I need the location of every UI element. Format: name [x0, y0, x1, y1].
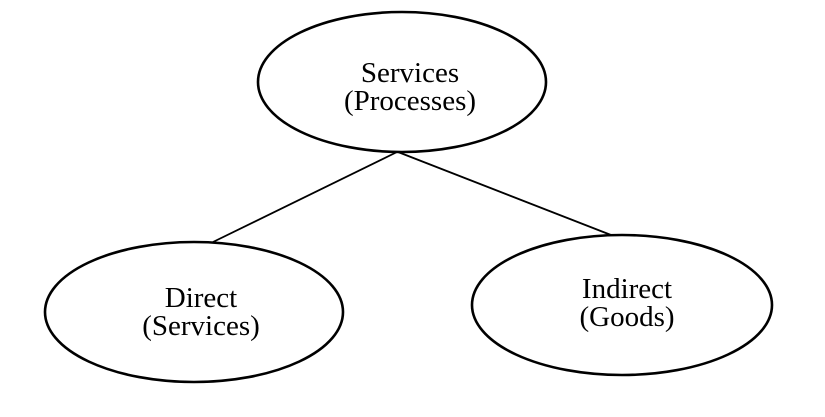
- node-indirect-ellipse: [470, 233, 774, 377]
- node-indirect: Indirect (Goods): [470, 233, 774, 377]
- node-services-label-line1: Services: [361, 57, 459, 89]
- node-direct-label-line1: Direct: [165, 282, 237, 314]
- node-direct-label-line2: (Services): [142, 310, 260, 342]
- edge-services-to-indirect: [397, 151, 612, 236]
- node-indirect-label-line2: (Goods): [579, 301, 674, 333]
- node-direct: Direct (Services): [43, 240, 345, 384]
- node-services: Services (Processes): [256, 10, 548, 154]
- node-services-label-line2: (Processes): [344, 85, 476, 117]
- edges-group: [212, 151, 612, 243]
- node-services-ellipse: [256, 10, 548, 154]
- node-direct-ellipse: [43, 240, 345, 384]
- node-indirect-label-line1: Indirect: [582, 273, 672, 305]
- edge-services-to-direct: [212, 151, 398, 243]
